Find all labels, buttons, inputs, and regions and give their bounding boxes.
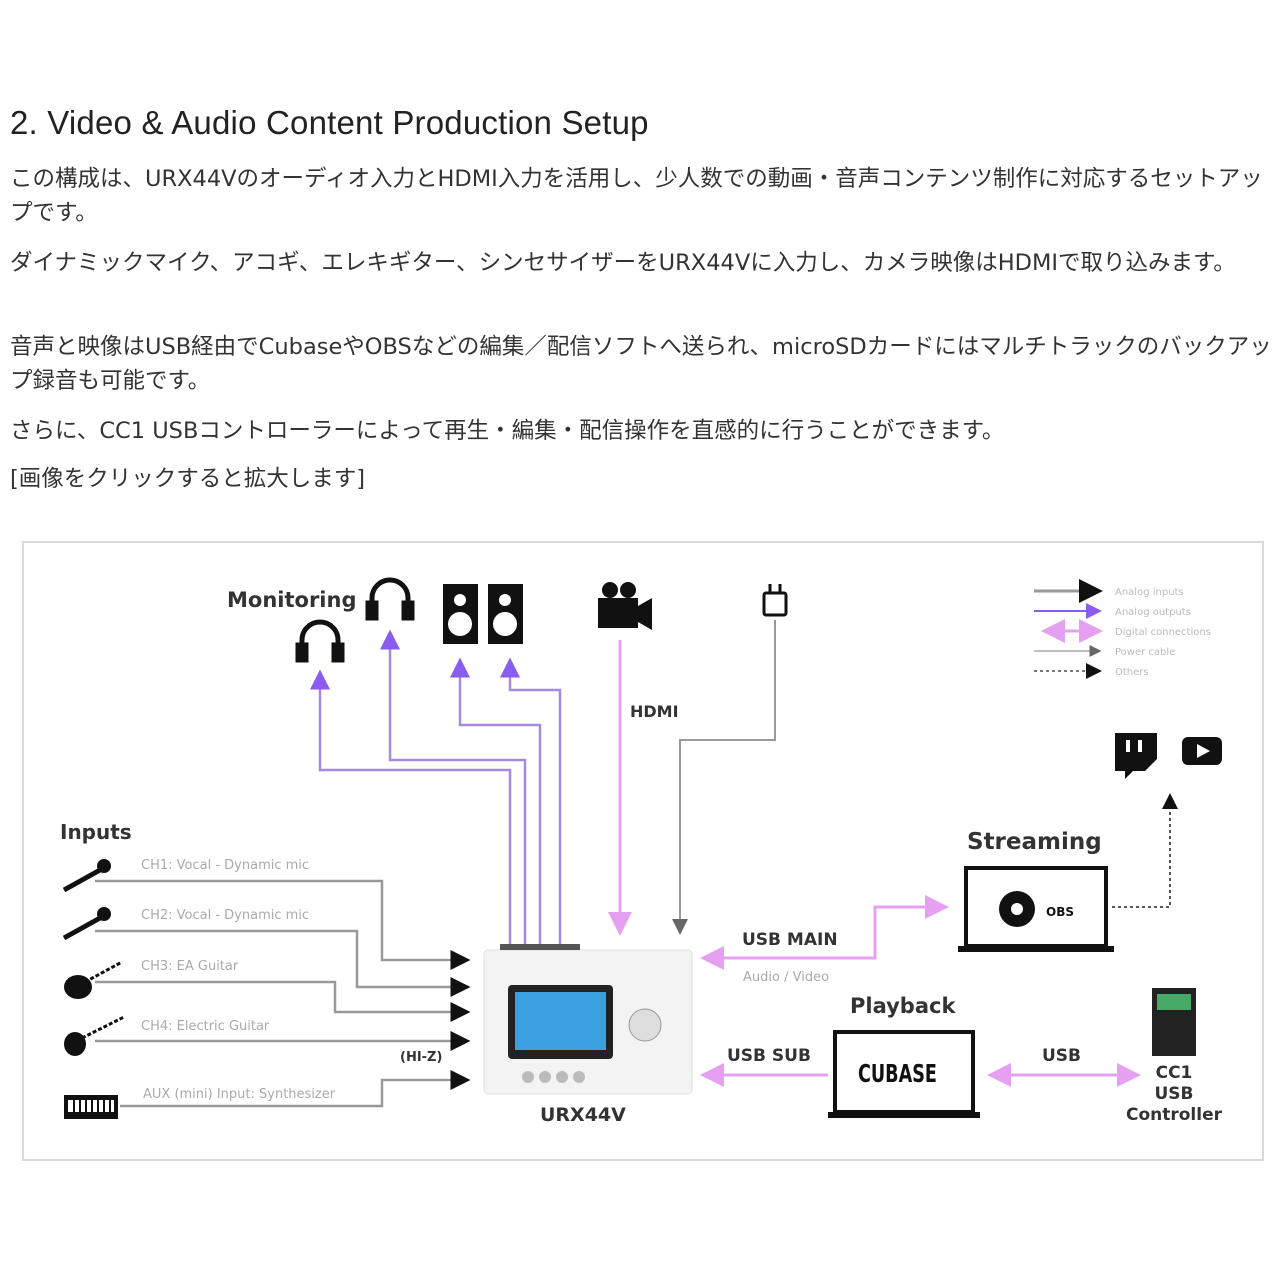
controller-label: USB — [1154, 1084, 1193, 1104]
usb-main-label: USB MAIN — [742, 930, 838, 950]
input-label: CH2: Vocal - Dynamic mic — [141, 908, 309, 923]
monitoring-label: Monitoring — [227, 588, 356, 612]
paragraph: 音声と映像はUSB経由でCubaseやOBSなどの編集／配信ソフトへ送られ、mi… — [10, 334, 1272, 394]
usb-sub-label: USB SUB — [727, 1046, 811, 1066]
cc1-controller-icon — [1152, 988, 1196, 1056]
legend-label: Digital connections — [1115, 627, 1211, 638]
speaker-icon — [443, 584, 478, 644]
inputs-label: Inputs — [60, 820, 132, 844]
headphones-icon — [295, 619, 345, 663]
laptop-cubase — [828, 1030, 980, 1118]
twitch-icon — [1115, 733, 1157, 779]
setup-diagram[interactable] — [22, 541, 1264, 1161]
playback-label: Playback — [850, 994, 956, 1018]
laptop-obs — [958, 866, 1114, 952]
headphones-icon — [365, 577, 415, 621]
legend-label: Analog outputs — [1115, 607, 1191, 618]
input-label: CH4: Electric Guitar — [141, 1019, 270, 1034]
streaming-label: Streaming — [967, 829, 1102, 855]
video-camera-icon — [598, 582, 652, 630]
input-label: CH3: EA Guitar — [141, 959, 239, 974]
speaker-icon — [488, 584, 523, 644]
page-title: 2. Video & Audio Content Production Setu… — [10, 104, 649, 141]
controller-label: Controller — [1126, 1105, 1223, 1125]
controller-label: CC1 — [1156, 1063, 1193, 1083]
urx44v-device — [483, 944, 693, 1095]
paragraph: この構成は、URX44Vのオーディオ入力とHDMI入力を活用し、少人数での動画・… — [10, 166, 1263, 226]
power-line — [672, 620, 776, 935]
youtube-icon — [1182, 737, 1222, 765]
streaming-line — [1112, 793, 1178, 908]
input-label: CH1: Vocal - Dynamic mic — [141, 858, 309, 873]
paragraph: さらに、CC1 USBコントローラーによって再生・編集・配信操作を直感的に行うこ… — [10, 418, 1005, 444]
keyboard-synth-icon — [64, 1095, 118, 1119]
paragraph: ダイナミックマイク、アコギ、エレキギター、シンセサイザーをURX44Vに入力し、… — [10, 250, 1236, 276]
legend-label: Power cable — [1115, 647, 1175, 658]
power-plug-icon — [762, 584, 788, 617]
usb-main-line — [700, 895, 949, 970]
hdmi-label: HDMI — [630, 702, 679, 721]
legend-label: Analog inputs — [1115, 587, 1184, 598]
microphone-icon — [62, 907, 111, 941]
input-label: AUX (mini) Input: Synthesizer — [143, 1087, 336, 1102]
analog-input-lines — [95, 879, 471, 1108]
cubase-logo: CUBASE — [858, 1060, 937, 1089]
electric-guitar-icon — [64, 1015, 125, 1056]
legend-label: Others — [1115, 667, 1149, 678]
analog-output-lines — [310, 629, 562, 948]
device-label: URX44V — [540, 1104, 626, 1126]
microphone-icon — [62, 859, 111, 893]
legend: Analog inputs Analog outputs Digital con… — [1034, 579, 1211, 679]
usb-label: USB — [1042, 1046, 1081, 1066]
enlarge-link[interactable]: [画像をクリックすると拡大します] — [10, 466, 366, 492]
acoustic-guitar-icon — [64, 960, 123, 999]
audio-video-label: Audio / Video — [743, 970, 829, 985]
obs-label: OBS — [1046, 905, 1074, 919]
hiz-label: (HI-Z) — [400, 1050, 442, 1065]
